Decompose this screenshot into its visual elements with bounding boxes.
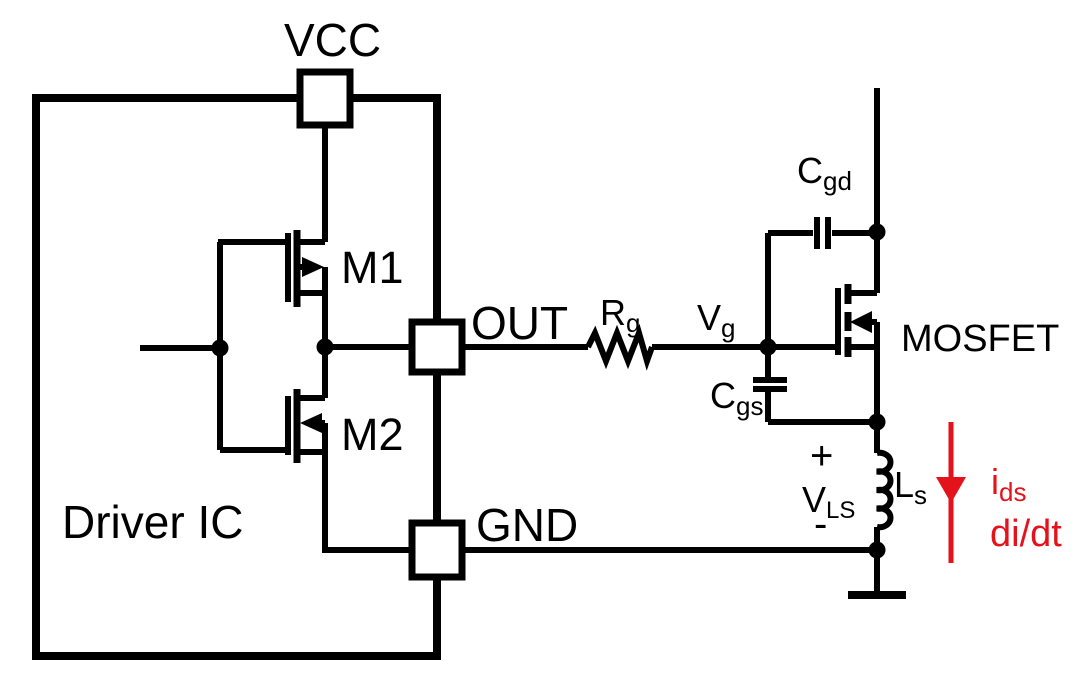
gnd-label: GND <box>476 499 579 551</box>
driver-ic-label: Driver IC <box>62 496 244 548</box>
rg-label: Rg <box>600 292 641 338</box>
m1-label: M1 <box>341 242 404 293</box>
cgd-label: Cgd <box>797 150 852 196</box>
cgs-capacitor-symbol <box>753 377 787 392</box>
vcc-pin-pad <box>296 68 354 129</box>
m2-label: M2 <box>341 409 404 460</box>
gnd-pin-pad <box>408 519 466 581</box>
vg-label: Vg <box>697 297 736 343</box>
junction-dots <box>211 223 886 559</box>
m1-transistor-symbol <box>285 230 324 307</box>
mosfet-arrow <box>850 311 872 333</box>
vls-label: VLS <box>802 479 856 524</box>
ids-label: ids <box>991 461 1027 507</box>
ls-label: Ls <box>894 464 928 510</box>
m2-arrow <box>300 413 322 433</box>
ids-current-arrow <box>936 422 966 563</box>
vls-minus-sign: - <box>814 502 828 546</box>
power-mosfet-symbol <box>835 284 872 357</box>
cgs-label: Cgs <box>710 375 764 421</box>
vcc-label: VCC <box>284 14 382 66</box>
ls-inductor-symbol <box>876 449 894 531</box>
m1-arrow <box>302 257 324 277</box>
mosfet-label: MOSFET <box>901 318 1060 360</box>
gate-resistor-symbol <box>585 323 655 371</box>
didt-label: di/dt <box>990 513 1062 555</box>
m2-transistor-symbol <box>285 389 322 463</box>
out-label: OUT <box>471 297 569 349</box>
driver-ic-box <box>32 94 441 660</box>
cgd-capacitor-symbol <box>814 217 831 249</box>
out-pin-pad <box>408 318 466 376</box>
vls-plus-sign: + <box>810 434 834 478</box>
